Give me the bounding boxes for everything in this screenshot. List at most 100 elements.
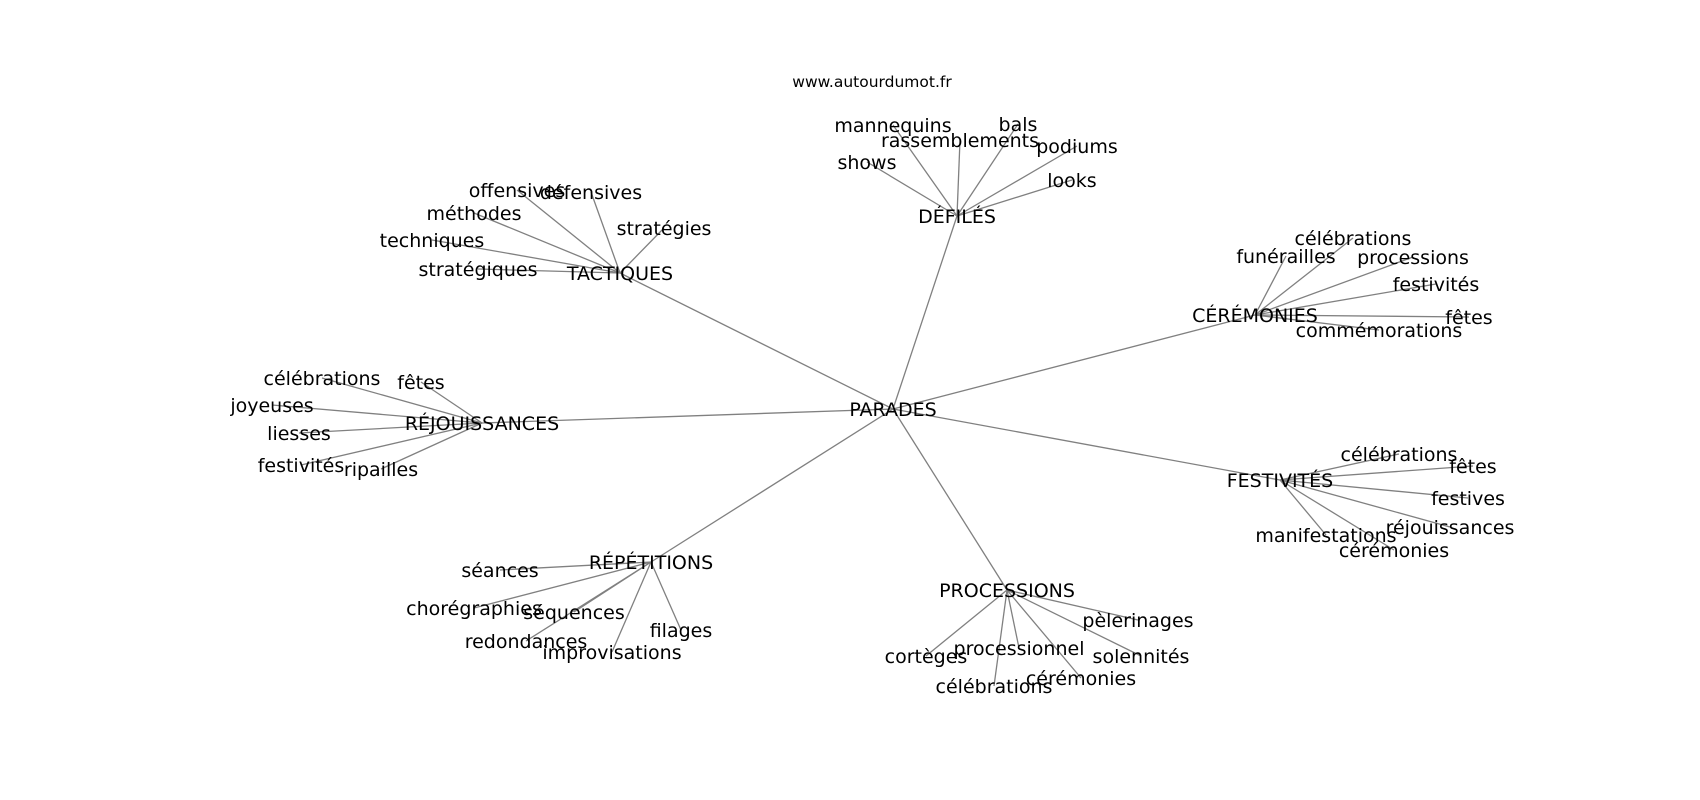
hub-node-tactiques[interactable]: TACTIQUES: [566, 263, 673, 285]
edge-rejouissances-leaf: [420, 381, 483, 424]
edge-processions-leaf: [993, 589, 1008, 687]
edge-defiles-leaf: [892, 124, 958, 217]
leaf-node-tactiques-strategiques[interactable]: stratégiques: [419, 259, 538, 281]
edge-root-ceremonies: [892, 314, 1256, 410]
leaf-node-defiles-rassemblements[interactable]: rassemblements: [881, 130, 1039, 152]
leaf-node-festivites-ceremonies[interactable]: cérémonies: [1339, 540, 1449, 562]
edge-repetitions-leaf: [611, 561, 652, 653]
edge-defiles-leaf: [956, 139, 961, 217]
hub-node-festivites[interactable]: FESTIVITÉS: [1227, 469, 1333, 492]
edge-ceremonies-leaf: [1254, 256, 1414, 316]
leaf-node-ceremonies-festivites[interactable]: festivités: [1393, 274, 1480, 296]
edge-festivites-leaf: [1279, 453, 1400, 481]
edge-root-repetitions: [650, 408, 894, 563]
leaf-node-processions-processionnel[interactable]: processionnel: [954, 638, 1085, 660]
leaf-node-processions-corteges[interactable]: cortèges: [885, 646, 968, 668]
edge-ceremonies-leaf: [1254, 314, 1380, 331]
edge-defiles-leaf: [866, 161, 958, 217]
leaf-node-rejouissances-ripailles[interactable]: ripailles: [344, 459, 418, 481]
leaf-node-defiles-podiums[interactable]: podiums: [1036, 136, 1117, 158]
leaf-node-repetitions-choregraphies[interactable]: chorégraphies: [406, 598, 542, 620]
edge-defiles-leaf: [956, 123, 1019, 217]
leaf-node-ceremonies-processions[interactable]: processions: [1357, 247, 1469, 269]
root-node-label[interactable]: PARADES: [849, 399, 936, 421]
edge-festivites-leaf: [1279, 479, 1469, 499]
leaf-node-defiles-shows[interactable]: shows: [837, 152, 896, 174]
edge-ceremonies-leaf: [1254, 314, 1470, 318]
leaf-node-defiles-mannequins[interactable]: mannequins: [834, 115, 951, 137]
edge-rejouissances-leaf: [321, 377, 483, 424]
edge-root-tactiques: [619, 272, 894, 410]
watermark-text: www.autourdumot.fr: [792, 73, 952, 91]
leaf-node-ceremonies-celebrations[interactable]: célébrations: [1295, 228, 1412, 250]
edge-rejouissances-leaf: [380, 422, 483, 470]
leaf-node-festivites-manifestations[interactable]: manifestations: [1255, 525, 1396, 547]
graph-labels: PARADES DÉFILÉS mannequinsrassemblementsb…: [229, 114, 1514, 698]
hub-node-ceremonies[interactable]: CÉRÉMONIES: [1192, 304, 1318, 327]
leaf-node-tactiques-techniques[interactable]: techniques: [380, 230, 485, 252]
edge-tactiques-leaf: [619, 227, 665, 274]
leaf-node-processions-solennites[interactable]: solennités: [1093, 646, 1190, 668]
leaf-node-ceremonies-fetes[interactable]: fêtes: [1445, 307, 1492, 329]
edge-repetitions-leaf: [499, 561, 652, 571]
edge-defiles-leaf: [956, 145, 1078, 217]
leaf-node-tactiques-offensives[interactable]: offensives: [469, 180, 565, 202]
edge-festivites-leaf: [1279, 479, 1451, 528]
leaf-node-festivites-fetes[interactable]: fêtes: [1449, 456, 1496, 478]
leaf-node-ceremonies-funerailles[interactable]: funérailles: [1236, 246, 1335, 268]
edge-root-rejouissances: [481, 408, 894, 424]
leaf-node-defiles-looks[interactable]: looks: [1047, 170, 1096, 192]
leaf-node-ceremonies-commemorations[interactable]: commémorations: [1296, 320, 1463, 342]
leaf-node-rejouissances-liesses[interactable]: liesses: [267, 423, 331, 445]
leaf-node-repetitions-redondances[interactable]: redondances: [465, 631, 588, 653]
edge-processions-leaf: [1006, 589, 1142, 657]
leaf-node-rejouissances-celebrations[interactable]: célébrations: [264, 368, 381, 390]
edge-repetitions-leaf: [525, 561, 652, 642]
edge-processions-leaf: [1006, 589, 1139, 621]
leaf-node-repetitions-sequences[interactable]: séquences: [523, 602, 624, 624]
leaf-node-processions-pelerinages[interactable]: pèlerinages: [1082, 610, 1193, 632]
hub-node-defiles[interactable]: DÉFILÉS: [918, 205, 996, 228]
edge-tactiques-leaf: [431, 239, 621, 274]
edge-processions-leaf: [1006, 589, 1082, 679]
edge-ceremonies-leaf: [1254, 283, 1437, 316]
edge-root-festivites: [892, 408, 1281, 481]
leaf-node-repetitions-seances[interactable]: séances: [461, 560, 538, 582]
hub-node-rejouissances[interactable]: RÉJOUISSANCES: [405, 412, 559, 435]
edge-festivites-leaf: [1279, 479, 1327, 536]
leaf-node-tactiques-defensives[interactable]: défensives: [540, 182, 642, 204]
leaf-node-rejouissances-joyeuses[interactable]: joyeuses: [229, 395, 313, 417]
leaf-node-processions-celebrations[interactable]: célébrations: [936, 676, 1053, 698]
edge-festivites-leaf: [1279, 479, 1395, 551]
edge-tactiques-leaf: [590, 191, 621, 274]
leaf-node-processions-ceremonies[interactable]: cérémonies: [1026, 668, 1136, 690]
edge-processions-leaf: [925, 589, 1008, 657]
graph-edges: [271, 123, 1474, 687]
leaf-node-tactiques-methodes[interactable]: méthodes: [427, 203, 522, 225]
hub-node-repetitions[interactable]: RÉPÉTITIONS: [589, 551, 713, 574]
edge-repetitions-leaf: [650, 561, 682, 631]
edge-ceremonies-leaf: [1254, 237, 1354, 316]
leaf-node-repetitions-filages[interactable]: filages: [650, 620, 713, 642]
edge-festivites-leaf: [1279, 465, 1474, 481]
leaf-node-festivites-celebrations[interactable]: célébrations: [1341, 444, 1458, 466]
edge-defiles-leaf: [956, 179, 1073, 217]
edge-ceremonies-leaf: [1254, 255, 1287, 316]
hub-node-processions[interactable]: PROCESSIONS: [939, 580, 1075, 602]
edge-repetitions-leaf: [473, 561, 652, 609]
leaf-node-rejouissances-festivites[interactable]: festivités: [258, 455, 345, 477]
leaf-node-rejouissances-fetes[interactable]: fêtes: [397, 372, 444, 394]
edge-root-defiles: [892, 215, 958, 410]
edge-processions-leaf: [1006, 589, 1020, 649]
leaf-node-festivites-festives[interactable]: festives: [1431, 488, 1505, 510]
edge-rejouissances-leaf: [271, 404, 483, 424]
edge-rejouissances-leaf: [300, 422, 483, 466]
edge-rejouissances-leaf: [298, 422, 483, 434]
edge-tactiques-leaf: [473, 212, 621, 274]
leaf-node-defiles-bals[interactable]: bals: [999, 114, 1038, 136]
leaf-node-festivites-rejouissances[interactable]: réjouissances: [1386, 517, 1515, 539]
edge-tactiques-leaf: [516, 189, 621, 274]
edge-tactiques-leaf: [477, 268, 621, 274]
leaf-node-repetitions-improvisations[interactable]: improvisations: [542, 642, 681, 664]
leaf-node-tactiques-strategies[interactable]: stratégies: [617, 218, 712, 240]
